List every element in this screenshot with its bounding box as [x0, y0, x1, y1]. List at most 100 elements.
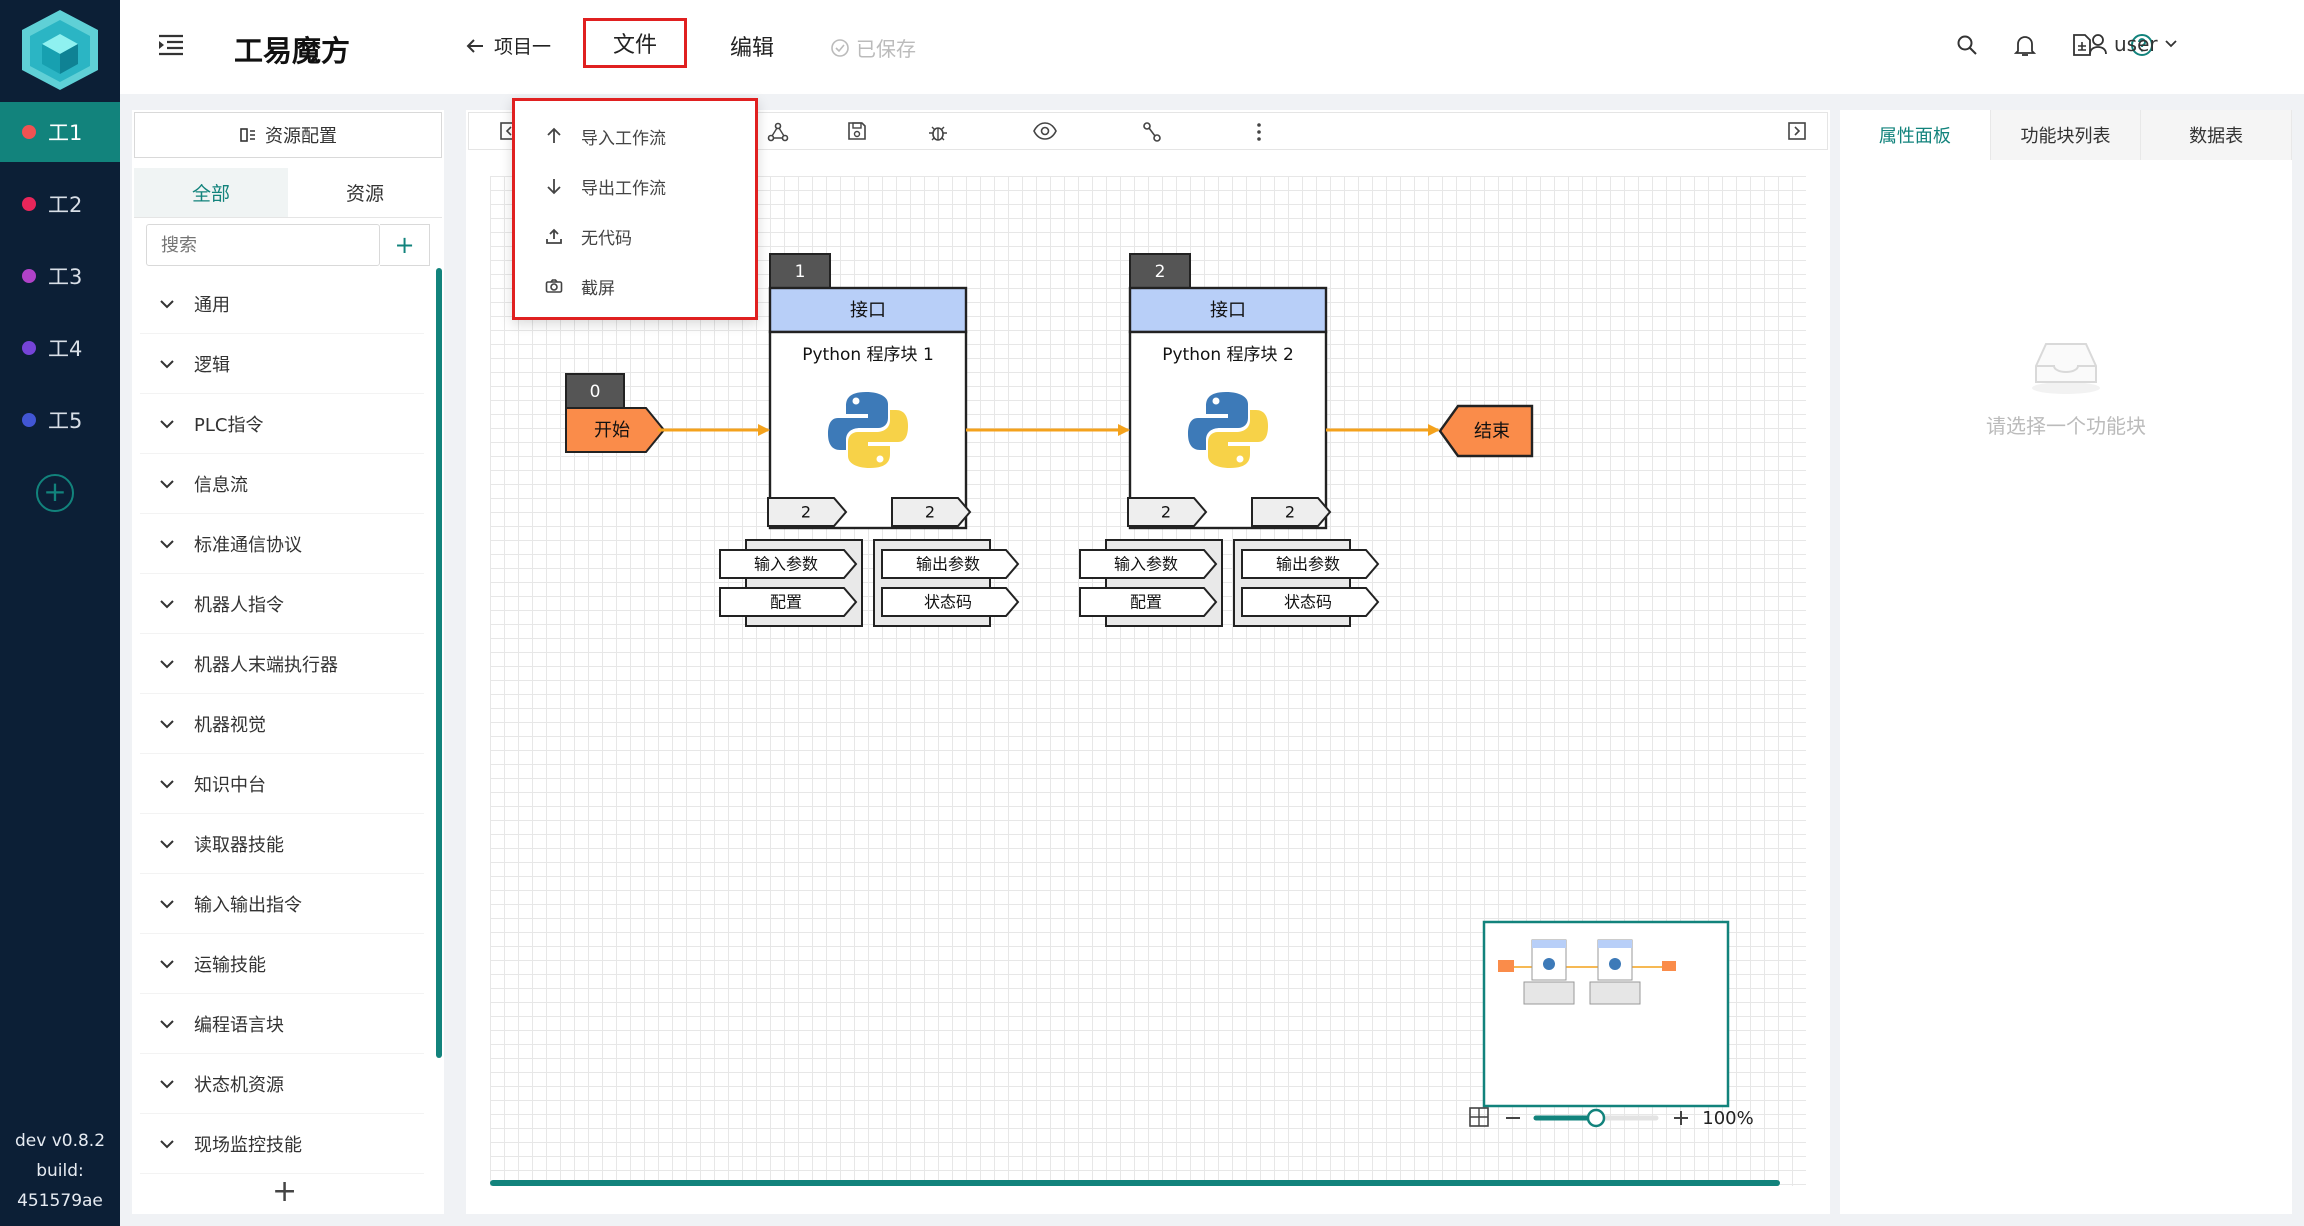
- port-arrow[interactable]: [1079, 587, 1218, 617]
- back-to-project-link[interactable]: 项目一: [466, 32, 551, 59]
- category-label: 运输技能: [194, 954, 266, 976]
- chevron-down-icon: [140, 959, 194, 969]
- python-logo-eye: [1236, 455, 1244, 463]
- port-label: 输入参数: [1114, 555, 1178, 574]
- tab-all[interactable]: 全部: [134, 168, 288, 217]
- save-icon[interactable]: [847, 121, 867, 141]
- workspace-dot-icon: [22, 125, 36, 139]
- port-arrow[interactable]: [1241, 549, 1380, 579]
- upload-icon: [546, 228, 562, 244]
- category-item[interactable]: 通用: [140, 274, 424, 334]
- debug-icon[interactable]: [927, 121, 949, 143]
- resource-config-button[interactable]: 资源配置: [134, 112, 442, 158]
- port-arrow[interactable]: [881, 587, 1020, 617]
- chevron-down-icon: [140, 359, 194, 369]
- file-menu-item[interactable]: 截屏: [515, 261, 755, 311]
- block-interface-header[interactable]: [1128, 286, 1328, 334]
- workspace-tab[interactable]: 工1: [0, 102, 120, 162]
- program-block[interactable]: [1128, 330, 1328, 530]
- workspace-tab[interactable]: 工4: [0, 318, 120, 378]
- minimap[interactable]: [1482, 920, 1730, 1108]
- graph-icon[interactable]: [767, 121, 789, 143]
- file-menu-item[interactable]: 无代码: [515, 211, 755, 261]
- horizontal-scrollbar[interactable]: [490, 1180, 1780, 1186]
- document-icon[interactable]: [2072, 33, 2092, 57]
- eye-icon[interactable]: [1033, 121, 1057, 141]
- saved-status: 已保存: [830, 33, 916, 62]
- chevron-down-icon: [140, 539, 194, 549]
- minimap-ports: [1523, 981, 1575, 1005]
- search-input[interactable]: [146, 224, 380, 266]
- menu-collapse-icon[interactable]: [156, 30, 186, 60]
- camera-icon: [545, 279, 563, 293]
- right-tab[interactable]: 功能块列表: [1991, 110, 2142, 160]
- file-menu-item[interactable]: 导入工作流: [515, 111, 755, 161]
- right-tab[interactable]: 属性面板: [1840, 110, 1991, 160]
- python-logo-yellow: [1208, 410, 1268, 468]
- chevron-down-icon: [140, 1139, 194, 1149]
- search-icon[interactable]: [1956, 34, 1978, 56]
- file-menu-item-label: 截屏: [581, 278, 615, 299]
- category-item[interactable]: 编程语言块: [140, 994, 424, 1054]
- block-id-label: 1: [795, 262, 806, 282]
- port-arrow[interactable]: [1079, 549, 1218, 579]
- input-count-tab: [767, 497, 848, 527]
- right-tab[interactable]: 数据表: [2141, 110, 2293, 160]
- category-item[interactable]: 现场监控技能: [140, 1114, 424, 1174]
- port-label: 输入参数: [754, 555, 818, 574]
- port-arrow[interactable]: [881, 549, 1020, 579]
- add-resource-button[interactable]: +: [380, 224, 430, 266]
- file-menu-button[interactable]: 文件: [583, 18, 687, 68]
- workspace-tab[interactable]: 工2: [0, 174, 120, 234]
- workspace-tab[interactable]: 工3: [0, 246, 120, 306]
- block-interface-header[interactable]: [768, 286, 968, 334]
- start-id-tab: [565, 373, 625, 409]
- category-item[interactable]: 读取器技能: [140, 814, 424, 874]
- category-item[interactable]: 运输技能: [140, 934, 424, 994]
- end-node[interactable]: [1438, 404, 1534, 458]
- category-item[interactable]: 机器视觉: [140, 694, 424, 754]
- add-workspace-button[interactable]: +: [36, 474, 74, 512]
- category-item[interactable]: 逻辑: [140, 334, 424, 394]
- category-item[interactable]: PLC指令: [140, 394, 424, 454]
- block-interface-label: 接口: [1210, 300, 1246, 321]
- workspace-dot-icon: [22, 413, 36, 427]
- category-item[interactable]: 机器人末端执行器: [140, 634, 424, 694]
- zoom-slider-handle[interactable]: [1586, 1108, 1606, 1128]
- python-logo-eye: [876, 455, 884, 463]
- category-item[interactable]: 信息流: [140, 454, 424, 514]
- category-item[interactable]: 状态机资源: [140, 1054, 424, 1114]
- add-category-button[interactable]: +: [272, 1174, 298, 1209]
- category-item[interactable]: 标准通信协议: [140, 514, 424, 574]
- start-node[interactable]: [565, 407, 666, 453]
- route-icon[interactable]: [1141, 121, 1163, 143]
- port-arrow[interactable]: [719, 587, 858, 617]
- port-arrow[interactable]: [1241, 587, 1380, 617]
- scrollbar[interactable]: [436, 268, 442, 1058]
- tab-resources[interactable]: 资源: [345, 183, 384, 205]
- app-title: 工易魔方: [234, 34, 351, 68]
- arrow-left-icon: [466, 38, 483, 53]
- port-label: 配置: [1130, 593, 1162, 612]
- bell-icon[interactable]: [2014, 34, 2036, 58]
- edit-menu-button[interactable]: 编辑: [730, 36, 775, 61]
- user-icon: [2089, 34, 2107, 55]
- user-menu[interactable]: user: [2088, 32, 2178, 56]
- right-panel-tabs: 属性面板功能块列表数据表: [1840, 110, 2293, 160]
- category-item[interactable]: 机器人指令: [140, 574, 424, 634]
- help-icon[interactable]: [2130, 33, 2154, 57]
- file-menu-item-label: 导出工作流: [581, 178, 666, 199]
- collapse-right-icon[interactable]: [1787, 121, 1807, 141]
- program-block[interactable]: [768, 330, 968, 530]
- port-arrow[interactable]: [719, 549, 858, 579]
- fit-view-icon[interactable]: [1469, 1107, 1489, 1127]
- file-menu-item[interactable]: 导出工作流: [515, 161, 755, 211]
- workspace-tab[interactable]: 工5: [0, 390, 120, 450]
- more-vertical-icon[interactable]: [1255, 121, 1263, 143]
- version-label: dev v0.8.2: [14, 1131, 106, 1151]
- port-label: 输出参数: [1276, 555, 1340, 574]
- zoom-in-icon[interactable]: [1674, 1111, 1688, 1125]
- category-item[interactable]: 输入输出指令: [140, 874, 424, 934]
- category-item[interactable]: 知识中台: [140, 754, 424, 814]
